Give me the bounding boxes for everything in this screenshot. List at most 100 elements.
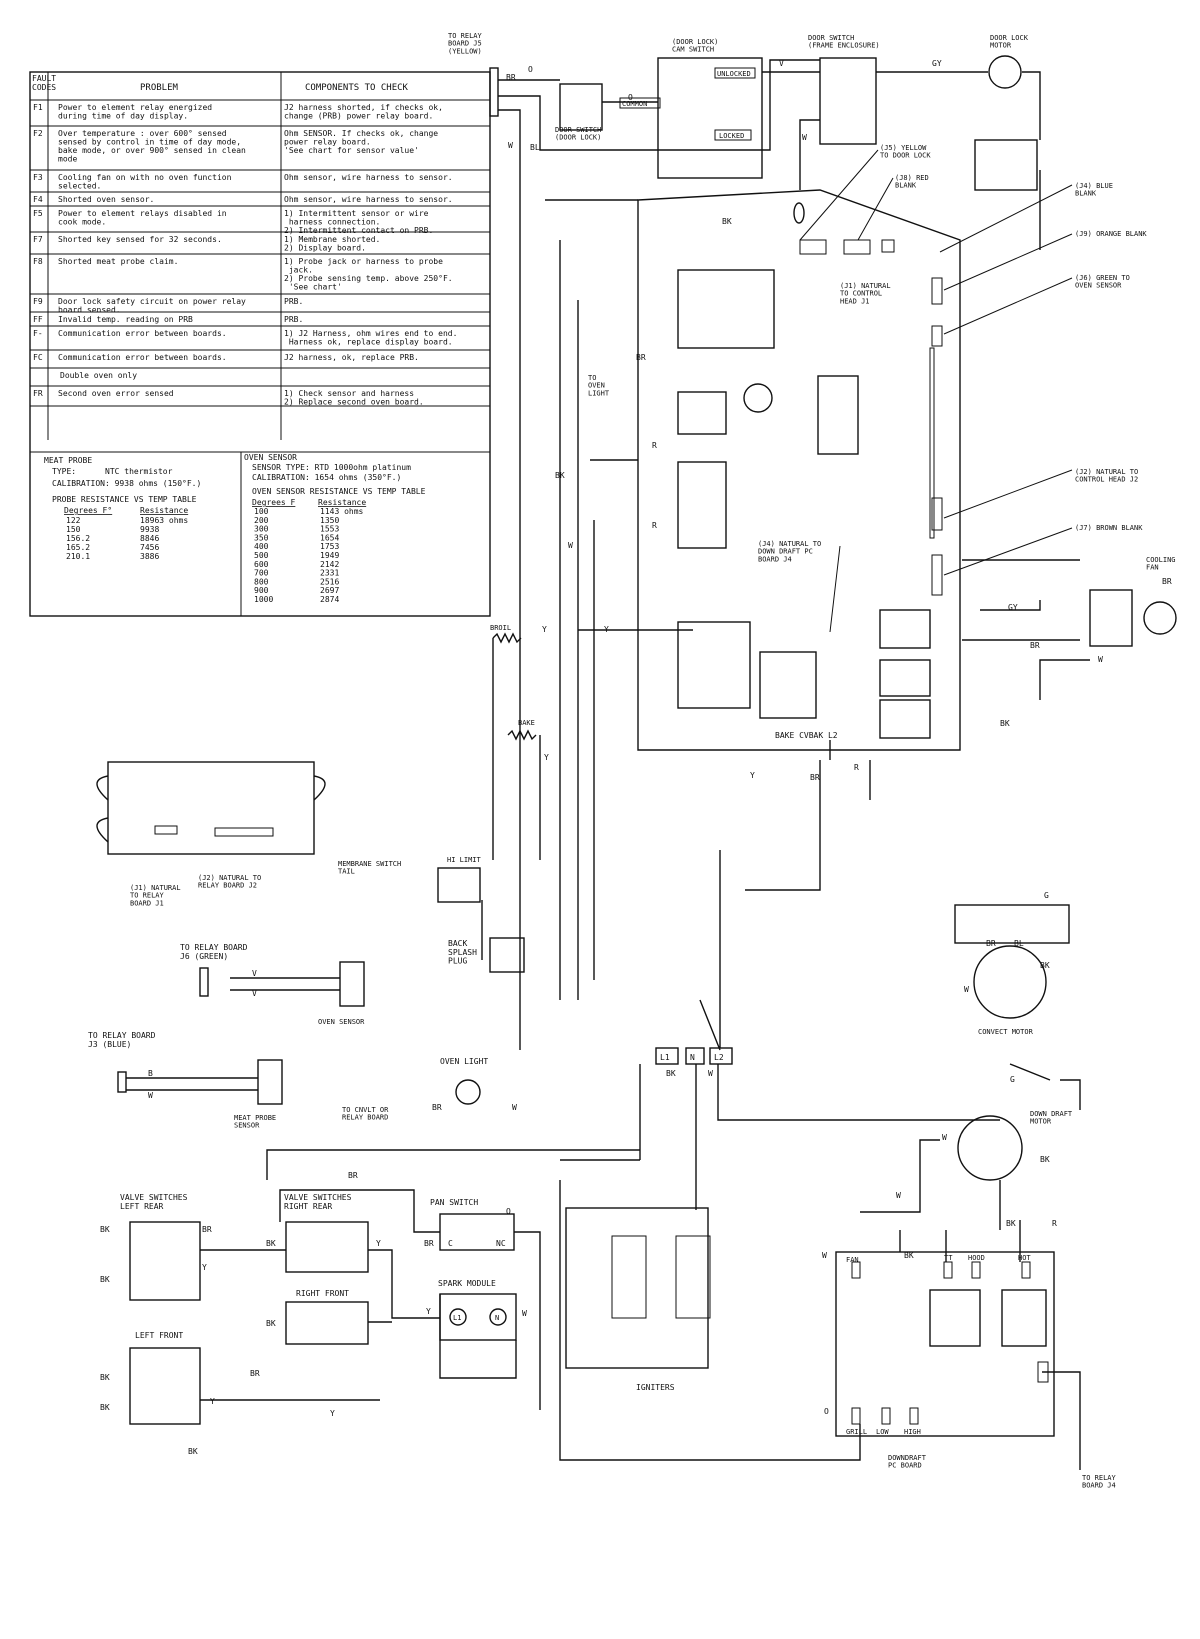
j2-connector: [931, 497, 943, 531]
svg-text:BR: BR: [202, 1225, 212, 1234]
heating-elements: BROIL BAKE: [490, 624, 537, 741]
j5-connector: [489, 67, 499, 117]
table-resistance: 2142: [320, 560, 339, 569]
svg-text:BR: BR: [636, 353, 646, 362]
fault-check: 1) J2 Harness, ohm wires end to end. Har…: [284, 329, 457, 347]
table-resistance: 1753: [320, 542, 339, 551]
j6-connector: [931, 325, 943, 347]
fault-code: F2: [33, 129, 43, 138]
valve-right-front: [285, 1301, 369, 1345]
svg-text:BK: BK: [100, 1373, 110, 1382]
cvbak-relay: [759, 651, 817, 719]
fault-code: F7: [33, 235, 43, 244]
fault-problem: Double oven only: [60, 371, 137, 380]
terminal-l1: [655, 1047, 679, 1065]
door-lock-connector: [974, 139, 1038, 191]
relay-board-outline: [637, 189, 961, 751]
door-switch-frame: [819, 57, 877, 145]
fault-check: 1) Intermittent sensor or wire harness c…: [284, 209, 433, 235]
table-resistance: 2697: [320, 586, 339, 595]
svg-text:FAN: FAN: [846, 1256, 859, 1264]
j7-connector: [931, 554, 943, 596]
svg-text:W: W: [964, 985, 969, 994]
cooling-fan-motor: [1143, 601, 1177, 635]
downdraft-board-outline: [835, 1251, 1055, 1437]
svg-text:BR: BR: [424, 1239, 434, 1248]
svg-text:O: O: [824, 1407, 829, 1416]
table-degrees: 1000: [254, 595, 273, 604]
table-resistance: 3886: [140, 552, 159, 561]
locked-label: LOCKED: [719, 132, 744, 140]
fault-check: 1) Probe jack or harness to probe jack.2…: [284, 257, 453, 292]
table-resistance: 7456: [140, 543, 159, 552]
svg-text:Y: Y: [210, 1397, 215, 1406]
svg-text:Y: Y: [604, 625, 609, 634]
fault-problem: Shorted meat probe claim.: [58, 257, 178, 266]
meat-probe-sensor: [257, 1059, 283, 1105]
svg-text:W: W: [1098, 655, 1103, 664]
fault-code: FC: [33, 353, 43, 362]
control-head-board: [107, 761, 315, 855]
oven-light-relay: [677, 391, 727, 435]
oven-sensor-type: SENSOR TYPE: RTD 1000ohm platinum: [252, 463, 411, 472]
svg-text:R: R: [652, 521, 657, 530]
fault-code: FF: [33, 315, 43, 324]
table-degrees: 800: [254, 577, 269, 586]
svg-text:R: R: [854, 763, 859, 772]
svg-text:BR: BR: [506, 73, 516, 82]
wire-codes: BR O BL W O V W GY BK BR BK R W R Y Y Y …: [100, 59, 1172, 1456]
oven-sensor-specs: OVEN SENSOR SENSOR TYPE: RTD 1000ohm pla…: [244, 453, 426, 604]
downdraft-pc-board: FAN TT HOOD HOT GRILL LOW HIGH DOWNDRAFT…: [835, 1251, 1117, 1490]
svg-text:O: O: [506, 1207, 511, 1216]
svg-text:L1: L1: [660, 1053, 670, 1062]
table-degrees: 122: [66, 516, 81, 525]
svg-text:GY: GY: [932, 59, 942, 68]
svg-text:W: W: [708, 1069, 713, 1078]
svg-text:Y: Y: [750, 771, 755, 780]
table-degrees: 400: [254, 542, 269, 551]
svg-text:BR: BR: [250, 1369, 260, 1378]
svg-text:BK: BK: [100, 1225, 110, 1234]
svg-text:G: G: [1044, 891, 1049, 900]
svg-text:LOW: LOW: [876, 1428, 889, 1436]
broil-relay: [677, 621, 751, 709]
svg-text:N: N: [495, 1314, 499, 1322]
svg-text:R: R: [1052, 1219, 1057, 1228]
meat-probe-type-value: NTC thermistor: [105, 467, 173, 476]
fault-code: F9: [33, 297, 43, 306]
svg-text:W: W: [512, 1103, 517, 1112]
svg-text:BK: BK: [555, 471, 565, 480]
table-resistance: 1553: [320, 525, 339, 534]
relay-capacitor: [743, 383, 773, 413]
fault-check: PRB.: [284, 315, 303, 324]
svg-text:W: W: [568, 541, 573, 550]
svg-text:O: O: [628, 93, 633, 102]
svg-text:G: G: [1010, 1075, 1015, 1084]
table-degrees: 500: [254, 551, 269, 560]
oven-col-degrees: Degrees F: [252, 498, 296, 507]
svg-text:BL: BL: [1014, 939, 1024, 948]
valve-right-rear: [285, 1221, 369, 1273]
broil-element: [492, 632, 522, 644]
svg-text:BK: BK: [1040, 961, 1050, 970]
svg-text:Y: Y: [376, 1239, 381, 1248]
fault-code: F5: [33, 209, 43, 218]
fault-code: F3: [33, 173, 43, 182]
problem-header: PROBLEM: [140, 83, 179, 93]
svg-text:BK: BK: [722, 217, 732, 226]
fault-check: 1) Membrane shorted.2) Display board.: [284, 235, 380, 253]
svg-text:GY: GY: [1008, 603, 1018, 612]
table-resistance: 2331: [320, 569, 339, 578]
svg-text:W: W: [148, 1091, 153, 1100]
